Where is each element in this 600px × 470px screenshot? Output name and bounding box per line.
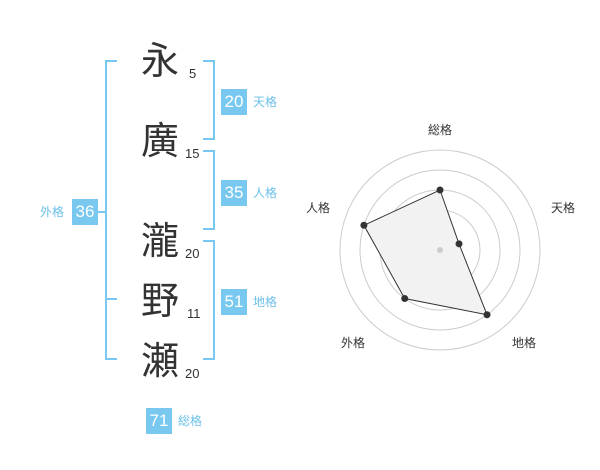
stroke-count-2: 15 [185, 146, 200, 161]
radar-point-1 [436, 186, 444, 194]
radar-point-5 [360, 221, 368, 229]
name-char-2: 廣 [140, 119, 179, 163]
name-char-4: 野 [140, 279, 179, 323]
stroke-count-1: 5 [189, 66, 197, 81]
chikaku-label: 地格 [253, 295, 278, 309]
stroke-count-4: 11 [187, 306, 201, 321]
radar-axis-label-tenkaku: 天格 [551, 200, 575, 215]
radar-point-3 [483, 311, 491, 319]
tenkaku-score: 20 [221, 89, 247, 115]
radar-polygon [363, 189, 488, 316]
radar-point-4 [401, 295, 409, 303]
name-char-1: 永 [140, 39, 179, 83]
name-char-5: 瀬 [140, 339, 179, 383]
name-char-3: 瀧 [140, 219, 179, 263]
jinkaku-label: 人格 [253, 186, 278, 200]
radar-axis-label-soukaku: 総格 [428, 122, 452, 137]
radar-center-dot [437, 247, 443, 253]
gaikaku-label: 外格 [40, 205, 65, 219]
tenkaku-label: 天格 [253, 95, 278, 109]
soukaku-label: 総格 [178, 414, 203, 428]
chikaku-score: 51 [221, 289, 247, 315]
radar-point-2 [455, 240, 463, 248]
gaikaku-score: 36 [72, 199, 98, 225]
stroke-count-5: 20 [185, 366, 200, 381]
radar-ring-4 [359, 169, 521, 331]
radar-axis-label-gaikaku: 外格 [341, 335, 365, 350]
radar-axis-label-chikaku: 地格 [512, 335, 536, 350]
jinkaku-score: 35 [221, 180, 247, 206]
radar-points [360, 186, 491, 319]
soukaku-score: 71 [146, 408, 172, 434]
radar-axis-label-jinkaku: 人格 [306, 200, 330, 215]
radar-ring-5 [339, 149, 541, 351]
stroke-count-3: 20 [185, 246, 200, 261]
